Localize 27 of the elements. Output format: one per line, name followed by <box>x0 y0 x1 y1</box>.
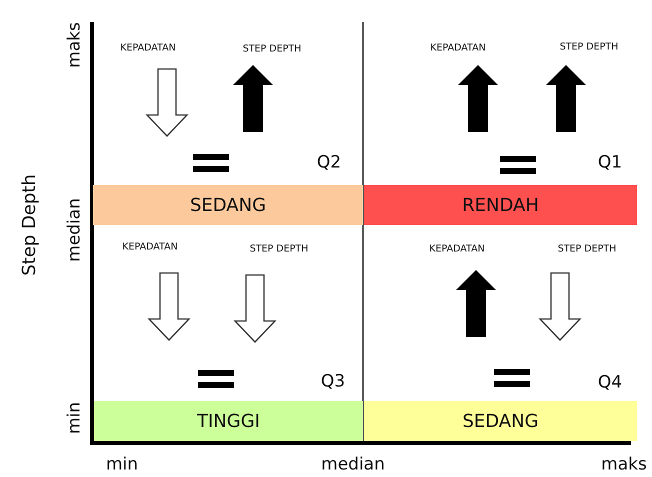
rating-label: SEDANG <box>190 194 266 216</box>
quadrant-label: Q1 <box>598 154 622 172</box>
axis-tick-label: min <box>66 402 84 434</box>
axis-tick-label: median <box>321 456 385 474</box>
quadrant-label: Q3 <box>320 374 346 390</box>
rating-band <box>364 401 637 441</box>
quadrant-label: Q2 <box>316 154 342 172</box>
variable-label: KEPADATAN <box>430 43 486 53</box>
rating-band <box>364 185 637 225</box>
variable-label: KEPADATAN <box>429 244 485 254</box>
axis-tick-label: maks <box>601 456 647 474</box>
variable-label: STEP DEPTH <box>558 244 616 254</box>
rating-band <box>93 185 363 225</box>
axis-tick-label: median <box>66 198 84 262</box>
rating-label: RENDAH <box>462 194 539 216</box>
quadrant-label: Q4 <box>598 374 622 392</box>
variable-label: KEPADATAN <box>122 242 178 252</box>
variable-label: STEP DEPTH <box>560 42 618 52</box>
rating-label: SEDANG <box>462 410 539 432</box>
variable-label: STEP DEPTH <box>250 244 308 254</box>
axis-tick-label: min <box>106 456 138 474</box>
variable-label: STEP DEPTH <box>242 44 302 54</box>
axis-title: Step Depth <box>21 174 39 276</box>
rating-label: TINGGI <box>197 410 260 432</box>
variable-label: KEPADATAN <box>120 43 176 53</box>
rating-band <box>94 401 363 441</box>
axis-tick-label: maks <box>66 22 84 68</box>
